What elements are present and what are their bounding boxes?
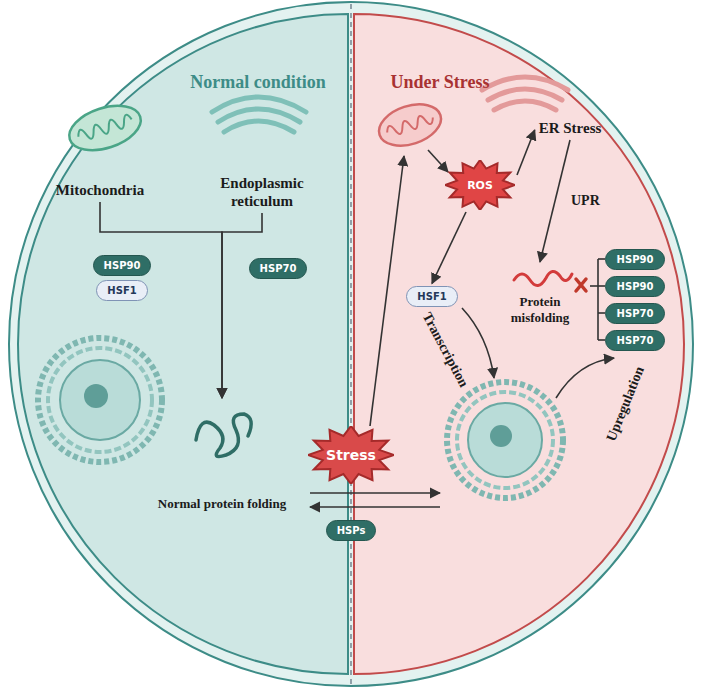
node-text: Normal protein folding [142,496,302,512]
hsp-bracket [590,259,605,340]
folded-protein [196,414,251,456]
node-text: Protein misfolding [495,294,585,325]
flow-arrows [310,150,614,507]
outer-ring [9,2,693,686]
stress-panel: Under StressROS ER StressHSF1 Protein misf… [351,0,702,689]
node-text: HSP70 [260,263,297,274]
hsf-pill: HSF1 [96,280,147,301]
hsp-pill: HSP90 [605,276,665,297]
misfolded-protein [514,271,572,285]
connector [432,212,466,284]
node-text: ROS [467,179,493,192]
node-text: HSP70 [616,335,654,346]
nucleus-normal [38,338,162,462]
organelle-label: Mitochondria [54,180,146,200]
node-text: HSP70 [616,308,654,319]
connector [222,213,262,398]
organelle-label: Endoplasmic reticulum [197,173,327,211]
node-text: HSF1 [107,285,136,296]
panel-heading: Under Stress [391,72,490,93]
node-text: HSPs [337,525,366,536]
node-text: Endoplasmic reticulum [199,174,325,210]
node-text: Mitochondria [56,181,144,199]
mitochondrion-normal [64,98,147,159]
er-stress [482,77,568,110]
panel-heading: Normal condition [190,72,326,93]
node-text: HSP90 [616,254,654,265]
ros-burst: ROS [445,160,515,210]
normal-panel: Normal conditionMitochondria Endoplasmic … [0,0,351,689]
protein-state: Normal protein folding [142,400,302,512]
hsp-pill: HSP70 [249,258,308,279]
hsp-pill: HSP90 [605,249,665,270]
node-text: HSF1 [417,291,446,302]
mitochondrion-stress [374,97,447,153]
pathway-label: Transcription [419,310,472,390]
block-cross [576,279,586,291]
hsp-pill: HSPs [326,520,377,541]
er-normal [212,97,306,132]
stress-half-ground [354,14,684,674]
node-text: HSP90 [104,260,141,271]
node-text: ER Stress [539,119,602,137]
hsp-pill: HSP70 [605,330,665,351]
connector [540,140,570,262]
pathway-label: Upregulation [604,364,648,443]
protein-state: Protein misfolding [495,264,585,325]
normal-half-ground [18,14,348,674]
hsf-pill: HSF1 [406,286,457,307]
connector [517,130,535,175]
hsp-pill: HSP90 [93,255,152,276]
nucleus-stress [447,382,563,498]
hsp-pill: HSP70 [605,303,665,324]
edge-label: UPR [569,193,602,209]
stress-burst: Stress [308,426,394,484]
stress-label: ER Stress [537,118,604,138]
node-text: Stress [326,447,376,463]
divider [350,4,351,684]
node-text: HSP90 [616,281,654,292]
